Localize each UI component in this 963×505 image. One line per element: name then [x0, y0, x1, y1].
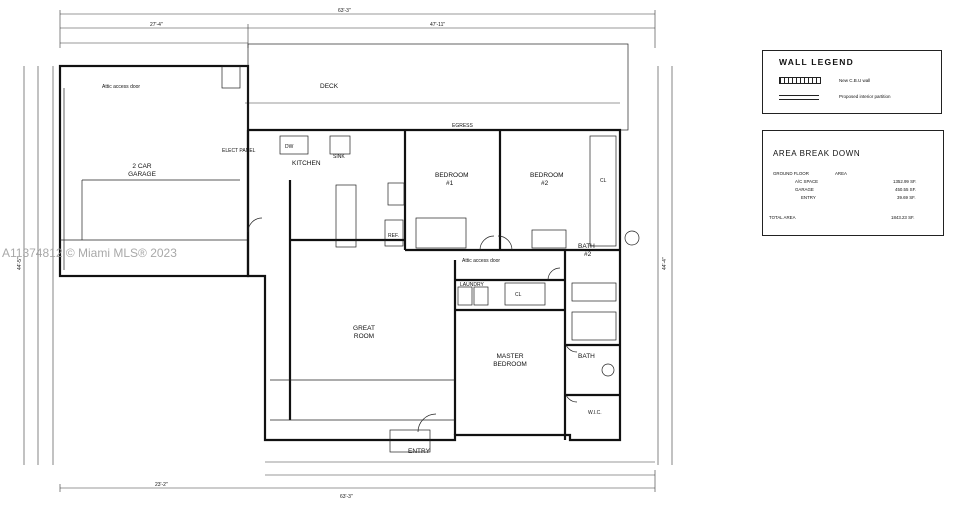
- laundry-fixtures: [457, 282, 546, 306]
- entry: [389, 413, 437, 453]
- great-room-label-line2: ROOM: [354, 333, 374, 340]
- elect-panel-label: ELECT PANEL: [222, 148, 256, 154]
- garage-label-line2: GARAGE: [128, 171, 156, 178]
- egress-label: EGRESS: [452, 123, 474, 129]
- dim-right-total: 44'-4": [662, 257, 668, 270]
- laundry-closet-label: CL: [515, 292, 522, 298]
- side-dimension-lines: [23, 66, 673, 465]
- partition-swatch: [779, 95, 819, 100]
- area-row-name: A/C SPACE: [795, 179, 819, 184]
- area-row-name: GARAGE: [795, 187, 814, 192]
- dw-label: DW: [285, 144, 294, 150]
- bedroom2-label-line1: BEDROOM: [530, 172, 564, 179]
- master-bath-label: BATH: [578, 353, 595, 360]
- kitchen-label: KITCHEN: [292, 160, 321, 167]
- deck-label: DECK: [320, 83, 339, 90]
- area-breakdown-title: AREA BREAK DOWN: [773, 149, 861, 158]
- area-header-floor: GROUND FLOOR: [773, 171, 809, 176]
- master-bedroom-label-line2: BEDROOM: [493, 361, 527, 368]
- interior-walls: [270, 130, 620, 440]
- area-breakdown-panel: AREA BREAK DOWN GROUND FLOOR AREA A/C SP…: [762, 130, 944, 236]
- great-room-label-line1: GREAT: [353, 325, 375, 332]
- area-total-label: TOTAL AREA: [769, 215, 796, 220]
- bedroom1-label-line1: BEDROOM: [435, 172, 469, 179]
- mls-watermark: A11374812 © Miami MLS® 2023: [2, 246, 177, 260]
- area-row-name: ENTRY: [801, 195, 816, 200]
- bedroom2-closet-label: CL: [600, 178, 607, 184]
- area-row-value: 1352.99 SF.: [893, 179, 917, 184]
- deck: [247, 43, 629, 131]
- area-row-value: 39.69 SF.: [897, 195, 916, 200]
- dim-top-right: 47'-11": [430, 22, 445, 28]
- wall-legend-panel: WALL LEGEND New C.B.U wall Proposed inte…: [762, 50, 942, 114]
- door-swings: [247, 217, 578, 403]
- bedroom-closets: [415, 135, 617, 249]
- dim-top-left: 27'-4": [150, 22, 163, 28]
- master-bedroom-label-line1: MASTER: [496, 353, 523, 360]
- dim-bottom-total: 63'-3": [340, 494, 353, 500]
- area-header-area: AREA: [835, 171, 847, 176]
- sink-label: SINK: [333, 154, 345, 160]
- entry-label: ENTRY: [408, 448, 431, 455]
- area-row-value: 450.55 SF.: [895, 187, 916, 192]
- bath2-label-line2: #2: [584, 251, 592, 258]
- cbu-wall-label: New C.B.U wall: [839, 78, 871, 83]
- top-dimension-lines: [59, 10, 656, 104]
- bath2-label-line1: BATH: [578, 243, 595, 250]
- wic-label: W.I.C.: [588, 410, 602, 416]
- bedroom1-label-line2: #1: [446, 180, 454, 187]
- attic-door-label: Attic access door: [102, 84, 140, 90]
- cbu-wall-swatch: [779, 77, 821, 84]
- kitchen-fixtures: [279, 135, 405, 248]
- dim-bottom-left: 23'-2": [155, 482, 168, 488]
- dim-top-total: 63'-3": [338, 8, 351, 14]
- partition-label: Proposed interior partition: [839, 94, 891, 99]
- bedroom2-label-line2: #2: [541, 180, 549, 187]
- ref-label: REF.: [388, 233, 399, 239]
- dim-left-total: 44'-5": [17, 257, 23, 270]
- garage-label-line1: 2 CAR: [132, 163, 151, 170]
- wall-legend-title: WALL LEGEND: [779, 57, 854, 67]
- bottom-dimension-lines: [59, 461, 656, 492]
- laundry-label: LAUNDRY: [460, 282, 484, 288]
- area-total-value: 1843.23 SF.: [891, 215, 915, 220]
- laundry-attic-label: Attic access door: [462, 258, 500, 264]
- bathroom-fixtures: [531, 229, 640, 377]
